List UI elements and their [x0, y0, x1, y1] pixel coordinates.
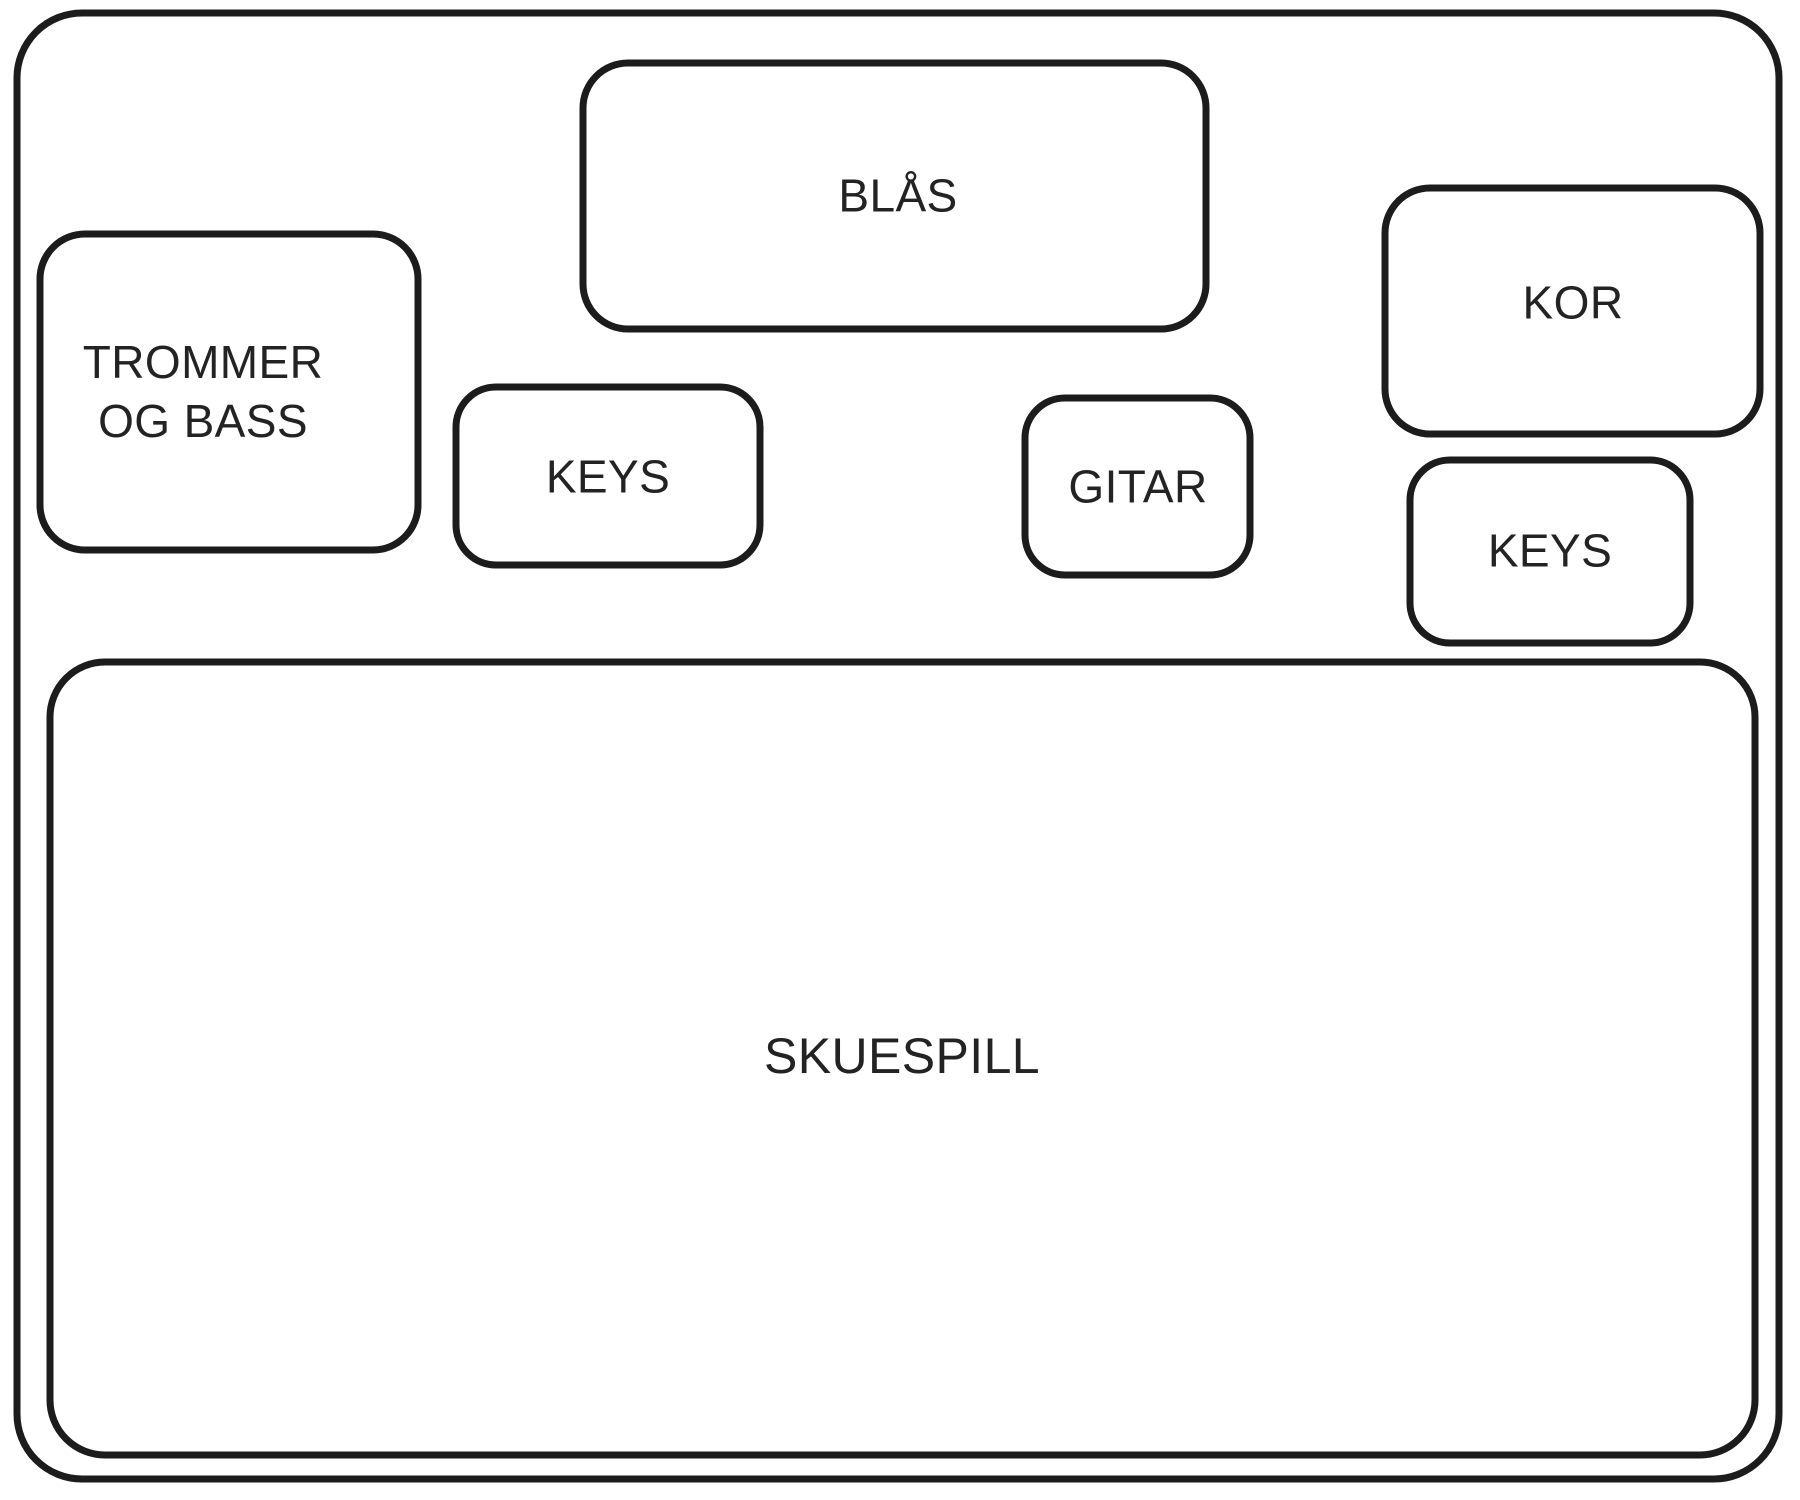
zone-shapes-group	[36, 59, 1764, 1459]
zone-box-trommer-og-bass[interactable]	[36, 230, 422, 554]
zone-box-blas[interactable]	[579, 59, 1210, 333]
zone-box-gitar[interactable]	[1021, 394, 1254, 579]
zone-box-keys-right[interactable]	[1406, 456, 1694, 647]
zone-box-skuespill[interactable]	[46, 658, 1759, 1459]
zone-box-kor[interactable]	[1381, 184, 1764, 438]
zone-box-keys-center[interactable]	[452, 383, 764, 569]
